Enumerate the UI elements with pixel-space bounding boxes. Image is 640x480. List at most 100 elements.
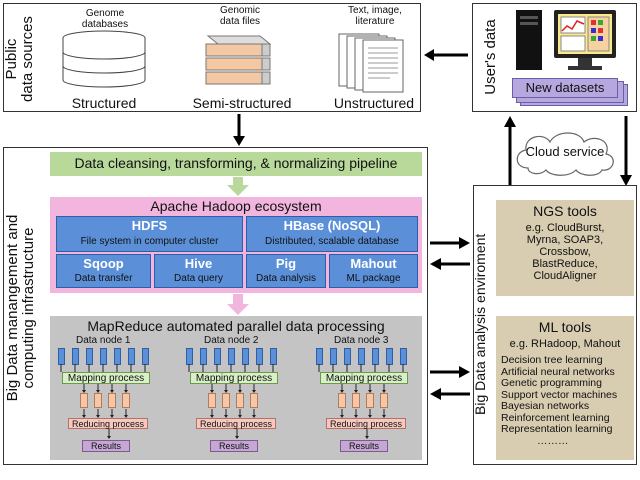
hive-desc: Data query: [174, 273, 223, 284]
input-split: [400, 348, 407, 365]
pipeline-bar: [50, 152, 422, 176]
ml-tools-list: Decision tree learning Artificial neural…: [501, 354, 635, 447]
results-box: Results: [210, 440, 258, 452]
mahout-desc: ML package: [346, 273, 401, 284]
reduce-partition: [338, 393, 346, 408]
hive-name: Hive: [184, 256, 213, 271]
input-split: [58, 348, 65, 365]
hbase-desc: Distributed, scalable database: [265, 236, 399, 247]
pig-name: Pig: [275, 256, 297, 271]
ngs-tools-title: NGS tools: [533, 203, 597, 219]
input-split: [270, 348, 277, 365]
ml-tool-item: Genetic programming: [501, 377, 602, 389]
bigdata-title: Big Data manangement and computing infra…: [4, 214, 37, 402]
new-datasets-box: New datasets: [512, 78, 618, 98]
arrow-hadoop-to-mapreduce: [227, 294, 249, 315]
input-split: [72, 348, 79, 365]
node-arrows: [60, 364, 146, 439]
mapreduce-title: MapReduce automated parallel data proces…: [87, 318, 385, 334]
computer-icon: [516, 10, 616, 70]
input-split: [386, 348, 393, 365]
input-split: [128, 348, 135, 365]
ngs-tool-item: e.g. CloudBurst,: [525, 222, 605, 234]
input-split: [358, 348, 365, 365]
cloud-icon: [516, 132, 614, 176]
reducing-process: Reducing process: [326, 418, 406, 429]
unstructured-label: Unstructured: [333, 95, 415, 111]
mahout-name: Mahout: [350, 256, 397, 271]
pig-desc: Data analysis: [255, 273, 317, 284]
input-split: [256, 348, 263, 365]
node-arrows: [318, 364, 404, 439]
ngs-tool-item: CloudAligner: [533, 270, 597, 282]
arrow-mapreduce-to-analysis: [430, 366, 470, 378]
public-data-title: Public data sources: [3, 16, 36, 102]
data-node-label: Data node 2: [204, 335, 259, 346]
reduce-partition: [222, 393, 230, 408]
data-node-label: Data node 3: [334, 335, 389, 346]
input-split: [114, 348, 121, 365]
input-split: [200, 348, 207, 365]
sqoop-desc: Data transfer: [74, 273, 133, 284]
ngs-tool-item: BlastReduce,: [532, 258, 598, 270]
arrow-analysis-to-hadoop: [430, 258, 470, 270]
ngs-tools-box: [496, 200, 634, 296]
sqoop-box: [56, 254, 151, 288]
database-icon: [62, 30, 146, 88]
ml-tool-item: Bayesian networks: [501, 400, 590, 412]
reduce-partition: [250, 393, 258, 408]
reduce-partition: [352, 393, 360, 408]
ngs-tools-list: e.g. CloudBurst, Myrna, SOAP3, Crossbow,…: [496, 222, 634, 282]
arrow-public-to-bigdata: [233, 114, 245, 146]
input-split: [316, 348, 323, 365]
input-split: [344, 348, 351, 365]
node-arrows: [188, 364, 274, 439]
ml-tools-title: ML tools: [538, 319, 592, 335]
reducing-process: Reducing process: [68, 418, 148, 429]
mapping-process: Mapping process: [190, 372, 278, 384]
pipeline-label: Data cleansing, transforming, & normaliz…: [74, 155, 398, 171]
ml-tool-item: Reinforcement learning: [501, 411, 610, 424]
documents-icon: [338, 33, 404, 93]
reduce-partition: [94, 393, 102, 408]
ml-tool-item: Support vector machines: [501, 388, 618, 401]
reduce-partition: [380, 393, 388, 408]
reduce-partition: [208, 393, 216, 408]
arrow-analysis-to-mapreduce: [430, 388, 470, 400]
hdfs-desc: File system in computer cluster: [80, 236, 219, 247]
hbase-box: [246, 216, 418, 252]
input-split: [330, 348, 337, 365]
arrow-pipeline-to-hadoop: [227, 177, 249, 196]
arrow-user-to-public: [424, 49, 468, 61]
ml-tool-item: Decision tree learning: [501, 354, 603, 366]
ngs-tool-item: Crossbow,: [539, 246, 591, 258]
semi-structured-label: Semi-structured: [192, 95, 292, 111]
hbase-name: HBase (NoSQL): [283, 218, 381, 233]
stacked-files-icon: [205, 35, 272, 85]
hive-box: [154, 254, 243, 288]
ngs-tool-item: Myrna, SOAP3,: [526, 234, 604, 246]
results-box: Results: [82, 440, 130, 452]
reduce-partition: [236, 393, 244, 408]
ml-tool-item: Representation learning: [501, 423, 613, 435]
mahout-box: [329, 254, 418, 288]
reduce-partition: [108, 393, 116, 408]
results-box: Results: [340, 440, 388, 452]
ml-tool-item: Artificial neural networks: [501, 365, 615, 378]
input-split: [186, 348, 193, 365]
user-data-title: User's data: [482, 19, 499, 95]
genome-databases-label: Genome databases: [81, 8, 129, 30]
input-split: [228, 348, 235, 365]
reduce-partition: [366, 393, 374, 408]
structured-label: Structured: [71, 95, 137, 111]
mapping-process: Mapping process: [62, 372, 150, 384]
ml-tools-box: [496, 316, 634, 460]
input-split: [372, 348, 379, 365]
analysis-title: Big Data analysis enviroment: [472, 233, 488, 415]
arrow-user-to-analysis: [620, 116, 632, 186]
input-split: [242, 348, 249, 365]
input-split: [100, 348, 107, 365]
hdfs-name: HDFS: [131, 218, 168, 233]
input-split: [86, 348, 93, 365]
input-split: [142, 348, 149, 365]
